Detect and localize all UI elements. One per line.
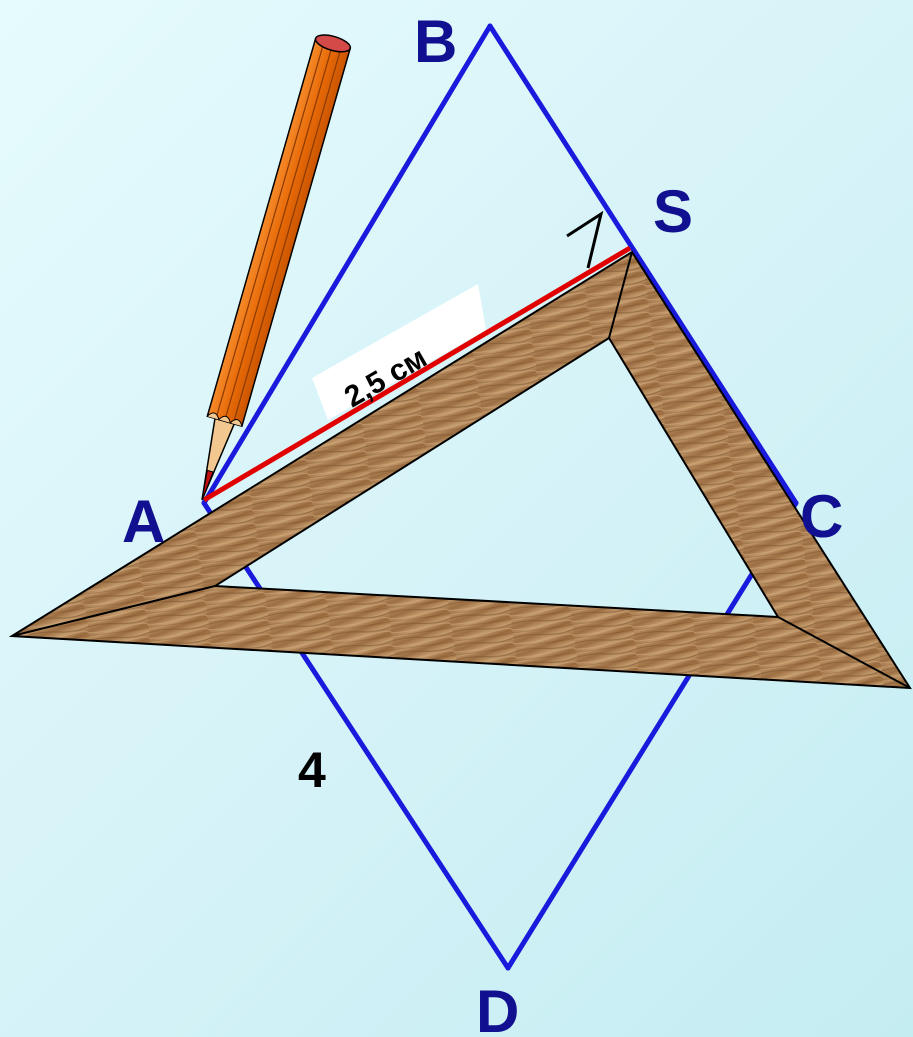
height-segment-as bbox=[202, 245, 632, 503]
side-ab bbox=[201, 23, 493, 506]
vertex-label-s: S bbox=[653, 178, 693, 245]
right-angle-mark-icon bbox=[566, 210, 604, 269]
rhombus bbox=[201, 23, 799, 971]
side-bc bbox=[487, 23, 799, 506]
measure-label-background bbox=[312, 284, 486, 420]
vertex-label-b: B bbox=[414, 8, 457, 75]
vertex-label-d: D bbox=[476, 978, 519, 1037]
set-square-ruler-icon bbox=[8, 250, 912, 690]
vertex-label-a: A bbox=[122, 488, 165, 555]
side-cd bbox=[505, 500, 799, 971]
vertex-label-c: C bbox=[800, 483, 843, 550]
side-da bbox=[201, 500, 511, 971]
pencil-icon bbox=[201, 34, 352, 501]
side-length-label: 4 bbox=[298, 742, 326, 798]
